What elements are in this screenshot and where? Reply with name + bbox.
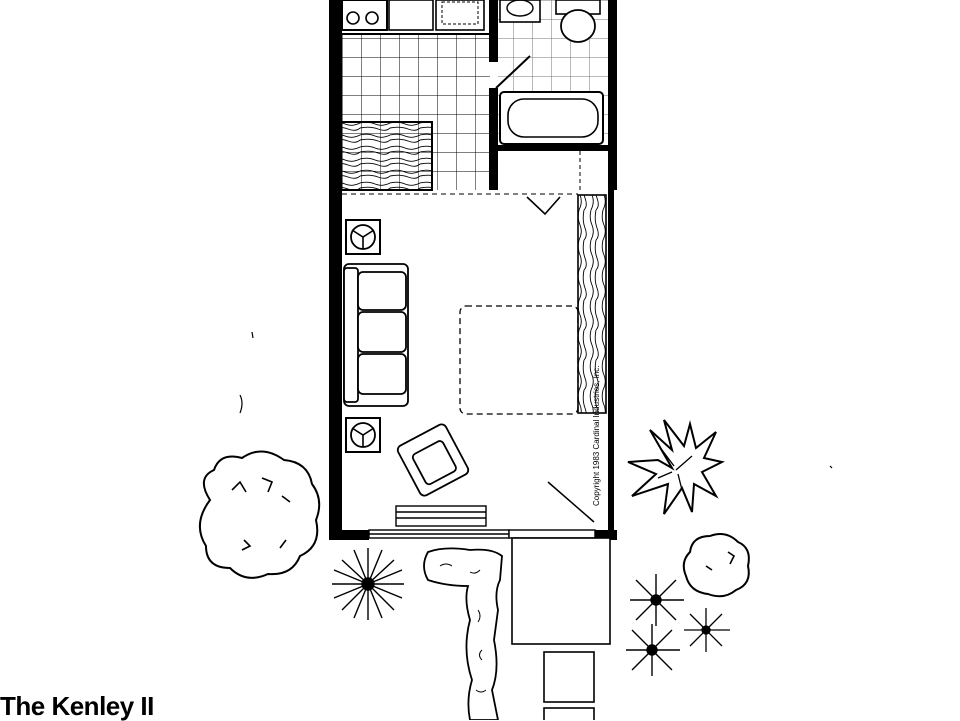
bed <box>459 305 579 415</box>
lavatory <box>499 0 541 23</box>
plan-title: The Kenley II <box>0 691 154 721</box>
tree-right-round <box>682 533 750 598</box>
dining-table <box>339 121 433 191</box>
patio <box>511 537 611 645</box>
shrub-spiky-right-3 <box>684 608 730 652</box>
stepping-stones <box>543 651 595 720</box>
kitchen-sink <box>388 0 485 31</box>
end-table-top <box>345 219 381 255</box>
tree-right-spiky <box>627 419 725 515</box>
range <box>341 0 388 31</box>
bathtub <box>499 91 604 145</box>
exterior-walls <box>329 0 617 540</box>
path-texture <box>439 563 487 693</box>
shrub-spiky-left <box>332 548 404 620</box>
toilet <box>555 0 601 43</box>
garden-path <box>423 547 503 720</box>
shrub-spiky-right-1 <box>630 574 684 626</box>
stray-marks <box>239 331 833 469</box>
sofa <box>343 263 409 407</box>
armchair <box>396 423 470 497</box>
window-front <box>368 505 596 539</box>
kitchen <box>339 0 490 191</box>
tree-left-large <box>199 450 321 579</box>
bathroom <box>498 0 608 190</box>
entry-door <box>547 481 595 523</box>
closet <box>577 194 607 414</box>
partition-walls <box>489 0 608 190</box>
shrub-spiky-right-2 <box>626 624 680 676</box>
door-swing-mark <box>526 196 561 216</box>
copyright-notice: Copyright 1983 Cardinal Industries, Inc. <box>592 365 601 506</box>
end-table-bottom <box>345 417 381 453</box>
